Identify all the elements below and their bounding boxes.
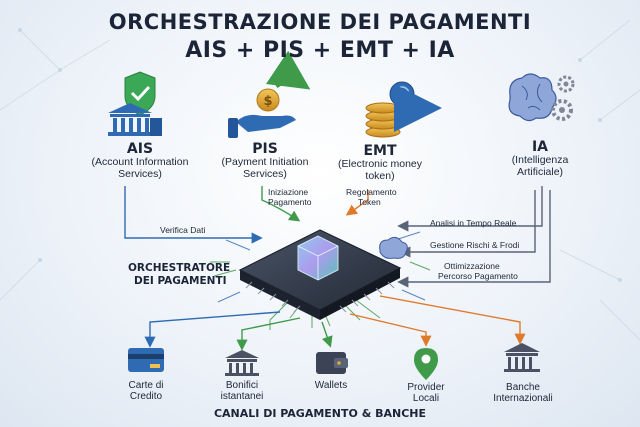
connectors — [124, 186, 551, 288]
channel-line: Wallets — [314, 380, 348, 391]
page-subtitle: AIS + PIS + EMT + IA — [185, 38, 455, 63]
flow-ottimizzazione: Ottimizzazione Percorso Pagamento — [438, 261, 518, 282]
source-desc: (Payment Initiation — [221, 156, 309, 169]
channel-bonifici: Bonifici istantanei — [202, 380, 282, 402]
source-ais: AIS (Account Information Services) — [60, 141, 220, 180]
channel-line: Internazionali — [493, 393, 553, 404]
channel-banche: Banche Internazionali — [478, 382, 568, 404]
channel-line: Locali — [412, 393, 440, 404]
shield-bank-icon — [108, 71, 162, 136]
bank-icon — [225, 350, 259, 376]
source-desc: Artificiale) — [516, 165, 564, 178]
footer-caption: CANALI DI PAGAMENTO & BANCHE — [213, 407, 427, 420]
source-pis: PIS (Payment Initiation Services) — [195, 141, 335, 180]
background-dots — [18, 28, 622, 282]
source-name: EMT — [363, 143, 397, 159]
flow-line: Regolamento — [346, 187, 397, 197]
source-name: PIS — [252, 141, 278, 157]
source-ia: IA (Intelligenza Artificiale) — [480, 139, 600, 178]
flow-line: Iniziazione — [268, 187, 309, 197]
wallet-icon — [316, 352, 348, 374]
background-network — [0, 19, 640, 341]
orchestrator-chip — [238, 229, 402, 320]
source-desc: Services) — [118, 167, 162, 180]
flow-line: Percorso Pagamento — [438, 270, 518, 281]
flow-verifica-dati: Verifica Dati — [160, 225, 206, 235]
source-desc: Services) — [243, 167, 287, 180]
flow-regolamento: Regolamento Token — [346, 187, 397, 208]
page-title: ORCHESTRAZIONE DEI PAGAMENTI — [108, 10, 532, 34]
orchestrator-line: ORCHESTRATORE — [128, 262, 231, 274]
orchestrator-label: ORCHESTRATORE DEI PAGAMENTI — [128, 262, 230, 287]
orchestrator-line: DEI PAGAMENTI — [134, 274, 227, 287]
flow-iniziazione: Iniziazione Pagamento — [268, 187, 312, 208]
source-desc: (Account Information — [91, 156, 189, 169]
circuit-traces — [210, 261, 431, 330]
flow-line: Token — [358, 196, 381, 207]
flow-rischi: Gestione Rischi & Frodi — [430, 240, 520, 250]
location-pin-icon — [414, 348, 438, 380]
source-name: IA — [531, 139, 549, 155]
channel-wallets: Wallets — [291, 380, 371, 391]
svg-text:$: $ — [263, 94, 272, 109]
credit-card-icon — [128, 348, 164, 372]
coin-stack-icon — [365, 81, 442, 138]
source-desc: (Intelligenza — [511, 154, 569, 167]
source-emt: EMT (Electronic money token) — [320, 143, 440, 182]
flow-line: Ottimizzazione — [444, 261, 500, 271]
source-name: AIS — [126, 141, 154, 157]
channel-line: Carte di — [128, 380, 164, 391]
channel-carte: Carte di Credito — [106, 380, 186, 402]
channel-line: Bonifici — [225, 380, 259, 391]
flow-analisi: Analisi in Tempo Reale — [430, 218, 517, 228]
channel-line: Provider — [407, 382, 445, 393]
flow-line: Pagamento — [268, 196, 312, 207]
channel-line: Banche — [506, 382, 540, 393]
output-arrows — [144, 295, 526, 351]
brain-gear-icon — [508, 73, 575, 122]
source-desc: token) — [365, 169, 395, 182]
international-bank-icon — [504, 343, 540, 372]
channel-line: Credito — [129, 391, 163, 402]
source-desc: (Electronic money — [337, 158, 423, 171]
channel-provider: Provider Locali — [386, 382, 466, 404]
chip-brain-icon — [379, 236, 408, 259]
channel-line: istantanei — [220, 391, 264, 402]
hand-coin-icon: $ — [228, 50, 311, 138]
